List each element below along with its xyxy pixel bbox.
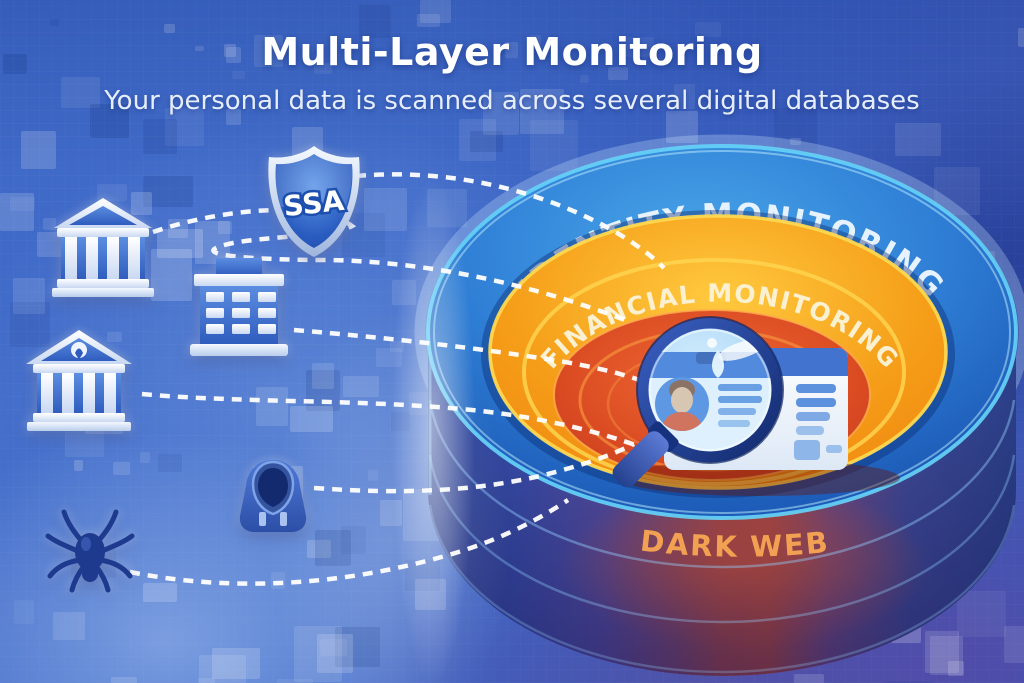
- ssa-shield-icon: SSA: [268, 146, 360, 257]
- spider-icon: [45, 509, 132, 593]
- page-subtitle: Your personal data is scanned across sev…: [104, 86, 920, 116]
- ssa-label: SSA: [282, 184, 346, 223]
- connector-office: [293, 327, 651, 387]
- courthouse-building-icon: [26, 330, 132, 431]
- funnel-layer-darkweb: DARK WEB: [639, 523, 832, 563]
- bank-building-icon: [52, 198, 154, 297]
- hacker-hoodie-icon: [239, 460, 307, 532]
- page-title: Multi-Layer Monitoring: [261, 30, 763, 74]
- funnel-layer-label-darkweb: DARK WEB: [639, 523, 830, 563]
- magnifier-rim: [637, 317, 783, 463]
- connector-ssa: [355, 172, 666, 270]
- magnifier-id-card-icon: [612, 316, 900, 496]
- magnifier-handle: [612, 421, 679, 488]
- office-building-icon: [190, 258, 288, 356]
- magnifier-lens-view: [648, 328, 772, 452]
- light-streak-soft: [270, 310, 510, 683]
- person-photo: [660, 380, 704, 431]
- badge-clip: [712, 350, 724, 378]
- connector-spider: [129, 498, 570, 586]
